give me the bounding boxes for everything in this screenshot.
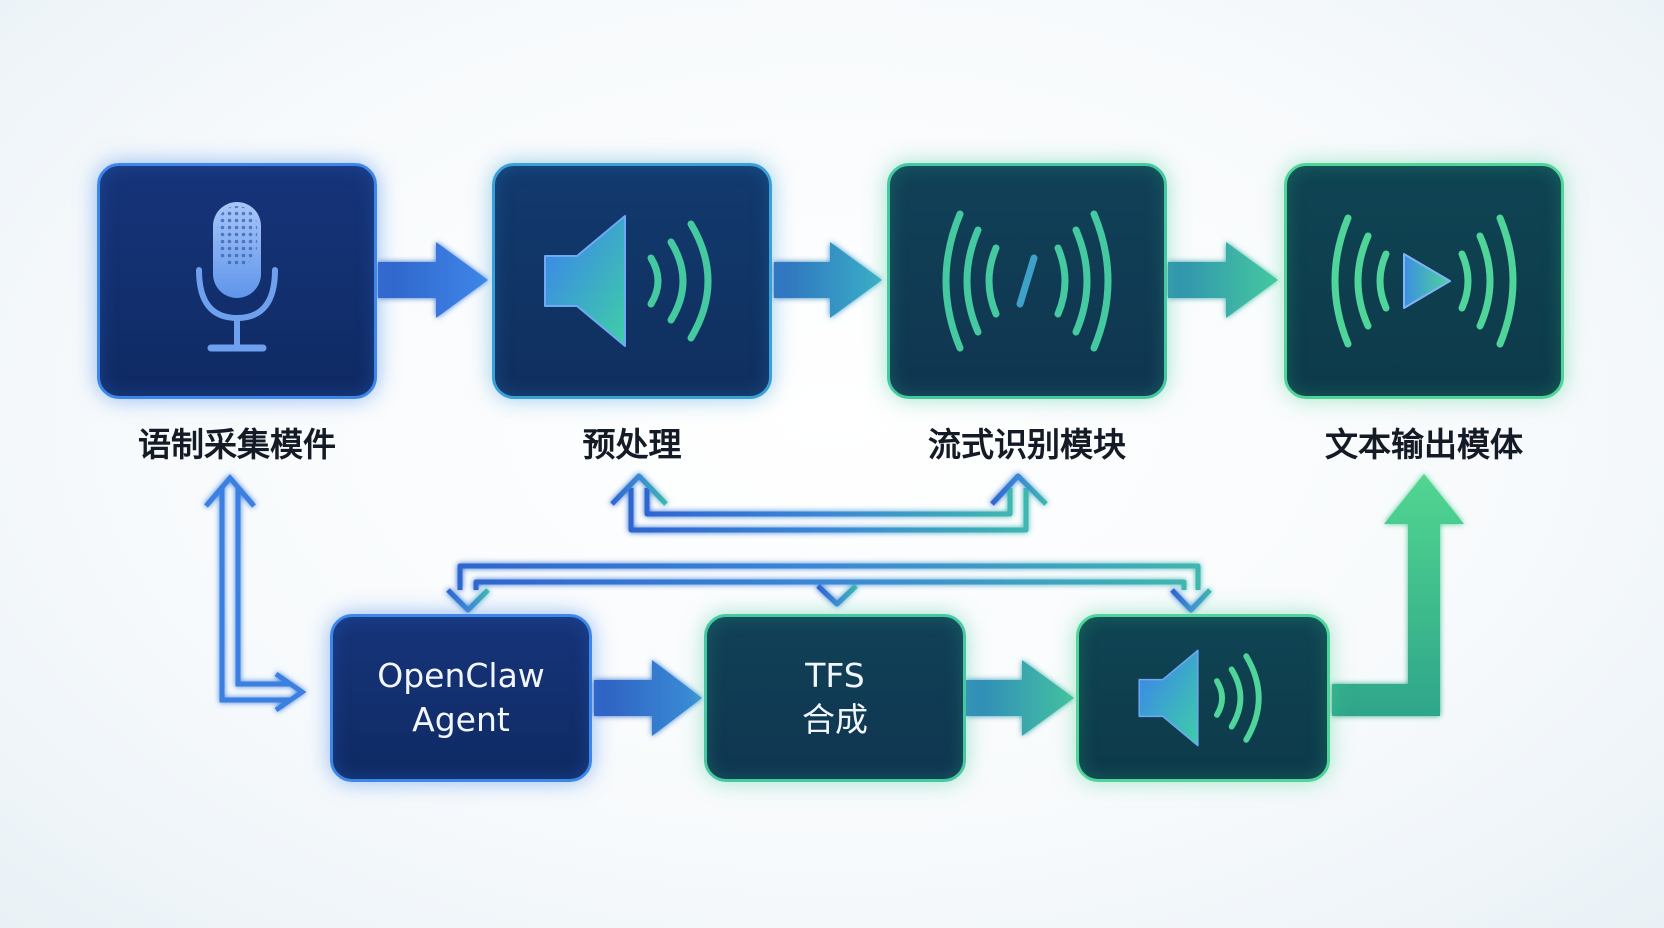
bus-lines <box>446 473 1212 613</box>
node-preprocess[interactable] <box>492 163 772 399</box>
node-tts[interactable]: TFS 合成 <box>704 614 966 782</box>
arrow-capture-to-preprocess <box>378 242 488 318</box>
arrow-audio-out-to-text-output <box>1332 474 1464 716</box>
node-text-output[interactable] <box>1284 163 1564 399</box>
node-agent[interactable]: OpenClaw Agent <box>330 614 592 782</box>
speaker-icon <box>544 215 712 347</box>
arrow-recognition-to-text-output <box>1168 242 1278 318</box>
tts-text: TFS 合成 <box>802 654 868 742</box>
tts-line2: 合成 <box>802 700 868 739</box>
recognition-label: 流式识别模块 <box>928 425 1126 464</box>
arrow-agent-to-tts <box>594 660 702 736</box>
speaker-icon <box>1138 649 1262 747</box>
node-capture[interactable] <box>97 163 377 399</box>
tts-line1: TFS <box>805 656 865 695</box>
node-audio-out[interactable] <box>1076 614 1330 782</box>
agent-text: OpenClaw Agent <box>377 654 545 742</box>
node-recognition[interactable] <box>887 163 1167 399</box>
link-capture-agent <box>204 474 307 713</box>
microphone-icon <box>196 202 278 352</box>
arrow-tts-to-audio-out <box>966 660 1074 736</box>
agent-line2: Agent <box>412 700 510 739</box>
soundwave-icon <box>942 210 1112 352</box>
agent-line1: OpenClaw <box>377 656 545 695</box>
capture-label: 语制采集模件 <box>138 425 336 464</box>
text-output-label: 文本输出模体 <box>1325 425 1523 464</box>
preprocess-label: 预处理 <box>582 425 682 464</box>
play-wave-icon <box>1331 214 1517 348</box>
arrow-preprocess-to-recognition <box>774 242 882 318</box>
